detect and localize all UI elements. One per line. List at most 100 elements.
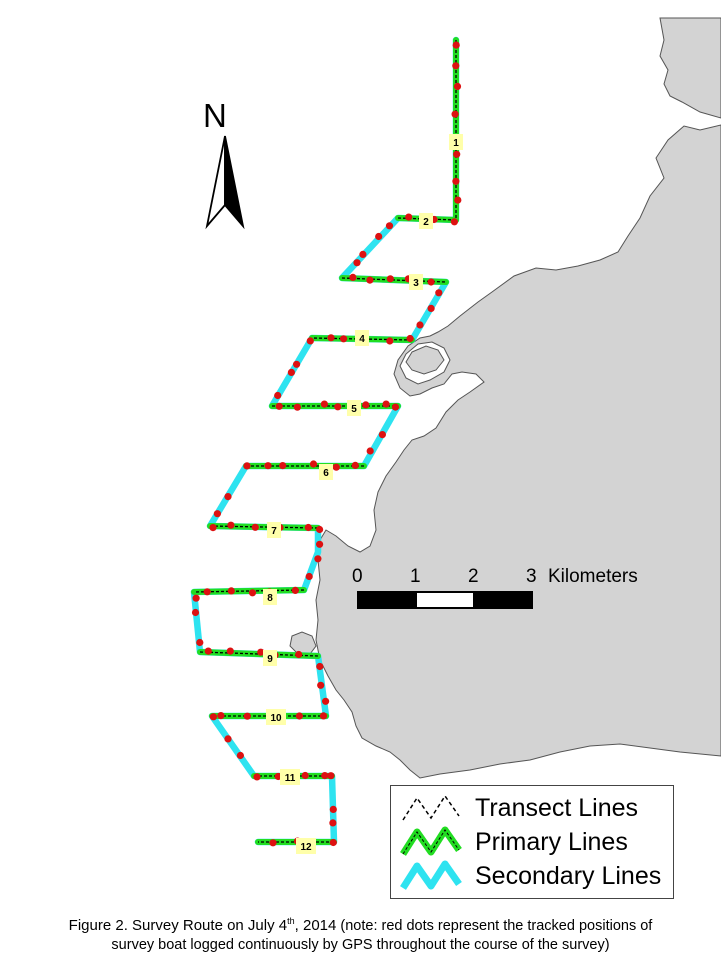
gps-dot [319, 712, 328, 720]
gps-dot [213, 510, 221, 518]
gps-dot [316, 662, 324, 671]
line-label-1: 1 [449, 134, 463, 150]
gps-dot [366, 276, 374, 284]
gps-dot [287, 368, 295, 376]
gps-dot [332, 463, 340, 471]
gps-dot [329, 805, 337, 814]
gps-dot [386, 337, 394, 345]
gps-dot [340, 335, 348, 343]
gps-dot [405, 213, 413, 221]
gps-dot [291, 586, 299, 595]
line-label-text: 3 [413, 278, 419, 289]
land-mainland [315, 124, 721, 779]
gps-dot [217, 712, 225, 720]
line-label-text: 12 [300, 842, 312, 853]
gps-dot [227, 521, 235, 529]
legend-primary-label: Primary Lines [475, 828, 628, 856]
line-label-text: 5 [351, 404, 357, 415]
gps-dot [306, 337, 314, 345]
north-label: N [203, 97, 227, 134]
gps-dot [251, 523, 259, 531]
north-arrow-icon [205, 135, 245, 230]
map-legend: Transect Lines Primary Lines Secondary L… [390, 785, 674, 899]
scale-tick-2: 2 [468, 566, 479, 587]
gps-dot [209, 524, 217, 532]
gps-dot [316, 540, 324, 548]
gps-dot [359, 250, 367, 258]
line-label-2: 2 [419, 213, 433, 229]
line-label-12: 12 [296, 838, 316, 854]
gps-dot [196, 638, 204, 647]
gps-dot [293, 403, 301, 411]
scale-unit: Kilometers [548, 566, 638, 587]
line-label-text: 11 [285, 773, 296, 784]
gps-dot [452, 62, 460, 70]
gps-dot [453, 82, 462, 90]
gps-dot [349, 273, 357, 281]
gps-dot [451, 110, 459, 118]
gps-dot [204, 647, 212, 655]
gps-dot [453, 150, 461, 158]
gps-dot [236, 751, 244, 760]
gps-dot [309, 460, 318, 468]
gps-dot [275, 402, 283, 410]
gps-dot [293, 360, 301, 368]
gps-dot [452, 177, 460, 185]
gps-dot [224, 493, 232, 501]
gps-dot [209, 713, 217, 721]
line-label-text: 8 [267, 593, 273, 604]
gps-dot [317, 681, 325, 689]
legend-transect-label: Transect Lines [475, 794, 639, 822]
gps-dot [427, 278, 435, 286]
gps-dot [274, 391, 282, 400]
line-label-text: 4 [359, 334, 365, 345]
gps-dot [316, 525, 324, 534]
line-label-10: 10 [266, 709, 286, 725]
gps-dot [452, 41, 460, 49]
gps-dot [375, 232, 383, 241]
line-label-11: 11 [280, 769, 300, 785]
gps-dot [382, 400, 390, 408]
gps-dot [366, 447, 374, 455]
gps-dot [329, 819, 337, 827]
gps-dot [321, 772, 329, 780]
legend-secondary-label: Secondary Lines [475, 862, 662, 890]
line-label-8: 8 [263, 589, 277, 605]
line-label-9: 9 [263, 650, 277, 666]
gps-dot [391, 403, 400, 411]
caption-title-year: , 2014 [294, 917, 337, 934]
gps-dot [191, 608, 200, 617]
gps-dot [385, 222, 394, 230]
gps-dot [386, 275, 394, 283]
secondary-swatch-icon [400, 860, 462, 890]
gps-dot [450, 218, 458, 226]
legend-primary: Primary Lines [399, 826, 669, 858]
primary-swatch-icon [400, 826, 462, 856]
gps-dot [351, 461, 359, 469]
legend-transect: Transect Lines [399, 792, 669, 824]
line-label-text: 10 [270, 713, 282, 724]
gps-dot [314, 555, 322, 563]
line-label-text: 6 [323, 468, 329, 479]
gps-dot [192, 594, 200, 602]
legend-secondary: Secondary Lines [399, 860, 669, 892]
gps-dot [334, 403, 342, 411]
transect-line-segment [193, 589, 305, 593]
gps-dot [454, 196, 462, 204]
land-north-headland [659, 17, 721, 119]
line-label-6: 6 [319, 464, 333, 480]
gps-dot [224, 735, 232, 743]
figure-caption: Figure 2. Survey Route on July 4th, 2014… [0, 912, 721, 955]
caption-title-sup: th [287, 916, 295, 926]
land-island [405, 345, 445, 375]
gps-dot [353, 259, 361, 267]
gps-dot [329, 838, 337, 847]
transect-swatch-icon [402, 794, 460, 821]
caption-note-line2: survey boat logged continuously by GPS t… [111, 937, 610, 953]
gps-dot [301, 771, 309, 780]
scale-bar [357, 591, 533, 609]
line-label-7: 7 [267, 522, 281, 538]
gps-dot [264, 462, 272, 470]
gps-dot [203, 588, 211, 596]
